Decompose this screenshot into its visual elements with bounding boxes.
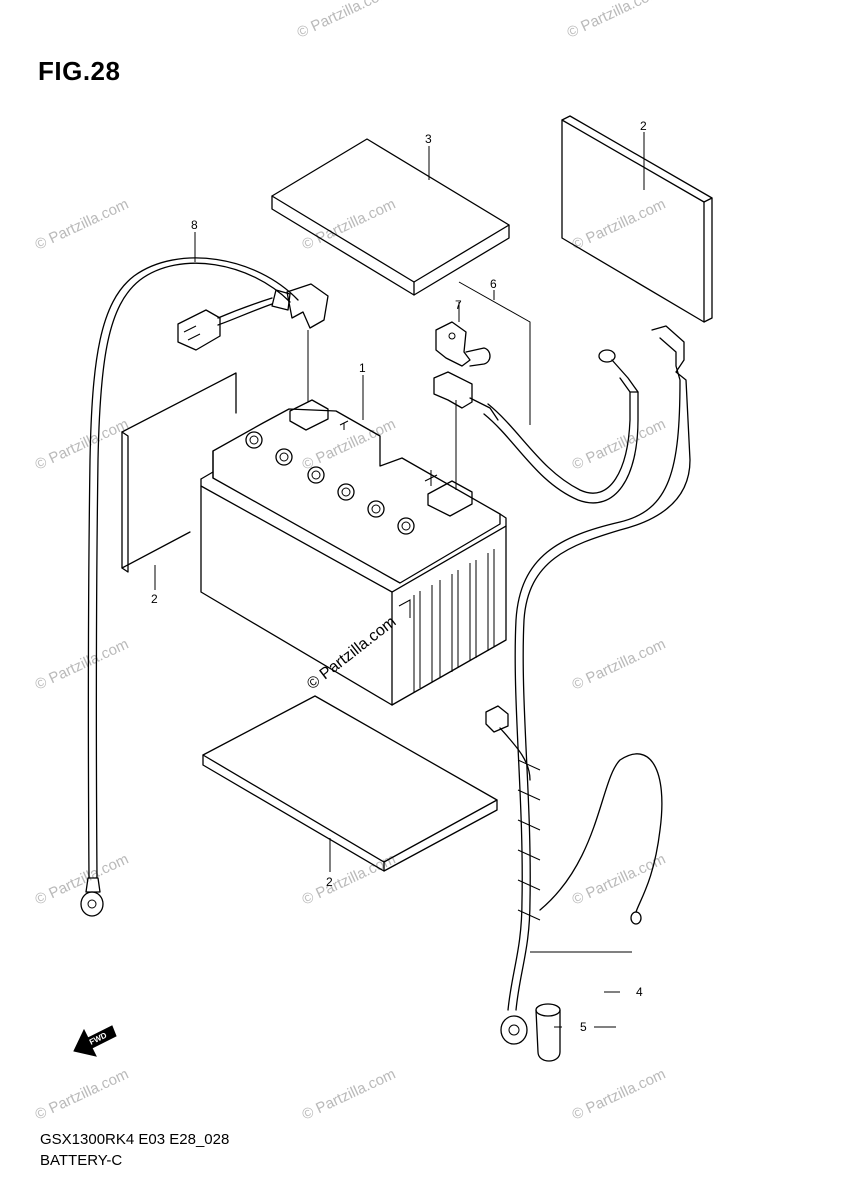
- callout-3: 3: [425, 132, 432, 146]
- watermark: © Partzilla.com: [565, 0, 664, 42]
- part-1-battery: [200, 399, 507, 706]
- fwd-arrow-icon: FWD: [73, 1025, 117, 1057]
- part-8-negative-cable: [80, 257, 329, 917]
- callout-6: 6: [490, 277, 497, 291]
- callout-2-left: 2: [151, 592, 158, 606]
- battery-positive-terminal: [427, 480, 473, 517]
- watermark: © Partzilla.com: [570, 851, 669, 909]
- watermark: © Partzilla.com: [300, 1066, 399, 1124]
- callout-8: 8: [191, 218, 198, 232]
- leader-lines: [154, 132, 645, 1028]
- callout-2-bottom: 2: [326, 875, 333, 889]
- part-5-boot: [535, 1003, 561, 1062]
- part-7-terminal-cover: [435, 321, 491, 367]
- callout-7: 7: [455, 298, 462, 312]
- callout-labels: 3 2 8 6 7 1 2 2 4 5: [151, 119, 647, 1034]
- watermark: © Partzilla.com: [33, 416, 132, 474]
- watermark: © Partzilla.com: [300, 196, 399, 254]
- figure-title: FIG.28: [38, 56, 121, 86]
- watermark: © Partzilla.com: [570, 416, 669, 474]
- callout-4: 4: [636, 985, 643, 999]
- watermark: © Partzilla.com: [295, 0, 394, 42]
- watermark: © Partzilla.com: [570, 196, 669, 254]
- watermark: © Partzilla.com: [33, 1066, 132, 1124]
- watermark: © Partzilla.com: [300, 851, 399, 909]
- battery-cell-caps: [245, 431, 415, 535]
- part-6-positive-cable: [433, 349, 639, 504]
- part-2-left-pad: [121, 372, 237, 573]
- watermark: © Partzilla.com: [33, 636, 132, 694]
- footer-diagram-name: BATTERY-C: [40, 1152, 123, 1169]
- callout-2-top: 2: [640, 119, 647, 133]
- battery-negative-terminal: [289, 399, 329, 431]
- part-4-harness: [485, 325, 691, 1045]
- part-2-upright-pad: [561, 115, 713, 323]
- callout-5: 5: [580, 1020, 587, 1034]
- watermark: © Partzilla.com: [33, 196, 132, 254]
- part-2-bottom-pad: [202, 695, 498, 872]
- footer-model-code: GSX1300RK4 E03 E28_028: [40, 1131, 230, 1148]
- watermark: © Partzilla.com: [570, 1066, 669, 1124]
- callout-1: 1: [359, 361, 366, 375]
- watermark: © Partzilla.com: [570, 636, 669, 694]
- part-3-pad: [271, 138, 510, 296]
